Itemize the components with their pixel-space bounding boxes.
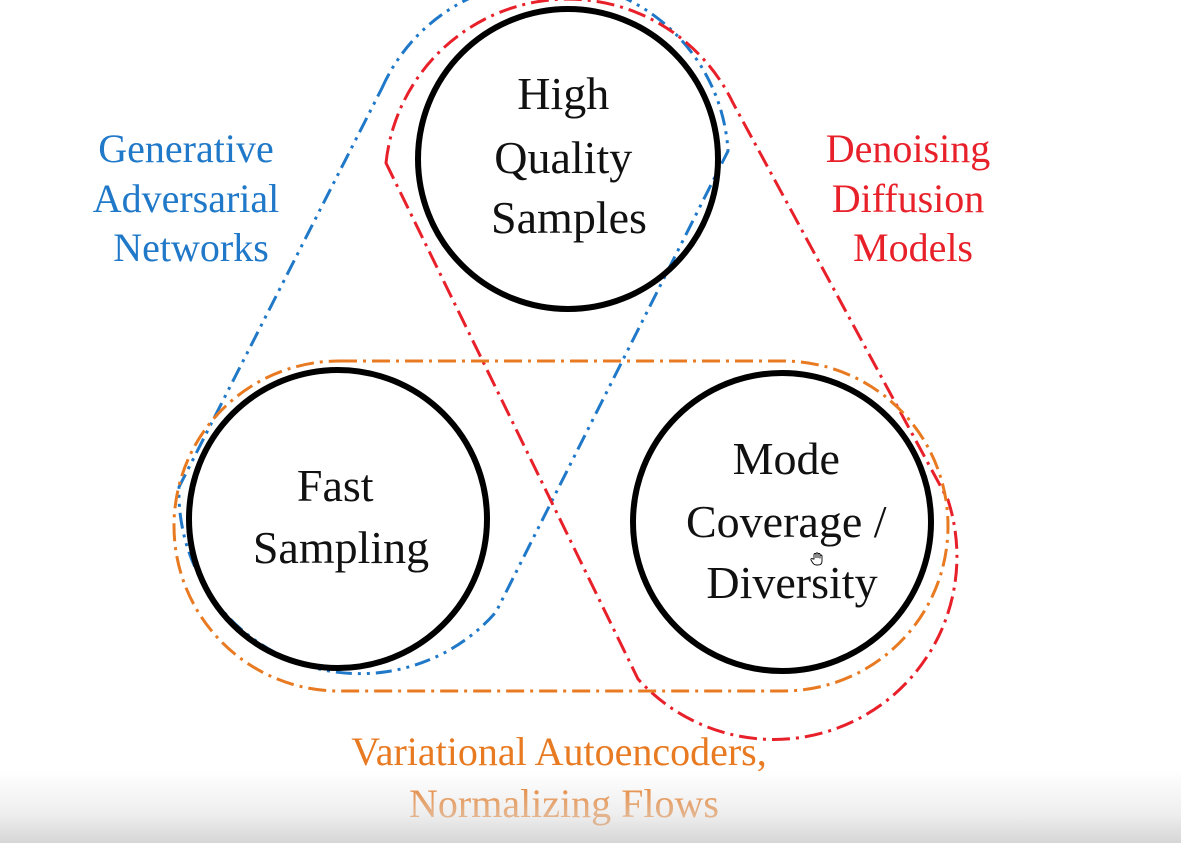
high-quality-line-2: Quality [494,132,632,183]
diffusion-line-1: Denoising [826,126,990,171]
vae-line-1: Variational Autoencoders, [351,729,766,774]
gan-line-3: Networks [113,225,269,270]
gan-label: Generative Adversarial Networks [93,126,290,270]
diffusion-boundary [384,0,959,741]
high-quality-samples-node [415,6,721,312]
fast-sampling-line-1: Fast [297,460,374,511]
gan-line-1: Generative [98,126,273,171]
diffusion-line-2: Diffusion [832,176,985,221]
high-quality-label: High Quality Samples [491,68,647,243]
fast-sampling-label: Fast Sampling [253,460,429,573]
fast-sampling-line-2: Sampling [253,522,429,573]
diffusion-line-3: Models [853,225,973,270]
fast-sampling-node [186,367,490,671]
gan-boundary [177,0,730,676]
mode-coverage-line-1: Mode [733,433,840,484]
mode-coverage-label: Mode Coverage / Diversity [686,433,898,608]
hand-cursor-icon [810,552,823,566]
vae-label: Variational Autoencoders, Normalizing Fl… [351,729,776,826]
mode-coverage-line-2: Coverage / [686,496,887,547]
mode-coverage-line-3: Diversity [706,557,877,608]
vae-line-2: Normalizing Flows [409,781,719,826]
mode-coverage-node [630,370,934,674]
vae-boundary [172,359,950,693]
gan-line-2: Adversarial [93,176,280,221]
high-quality-line-3: Samples [491,192,647,243]
diffusion-label: Denoising Diffusion Models [826,126,1000,270]
high-quality-line-1: High [517,68,609,119]
